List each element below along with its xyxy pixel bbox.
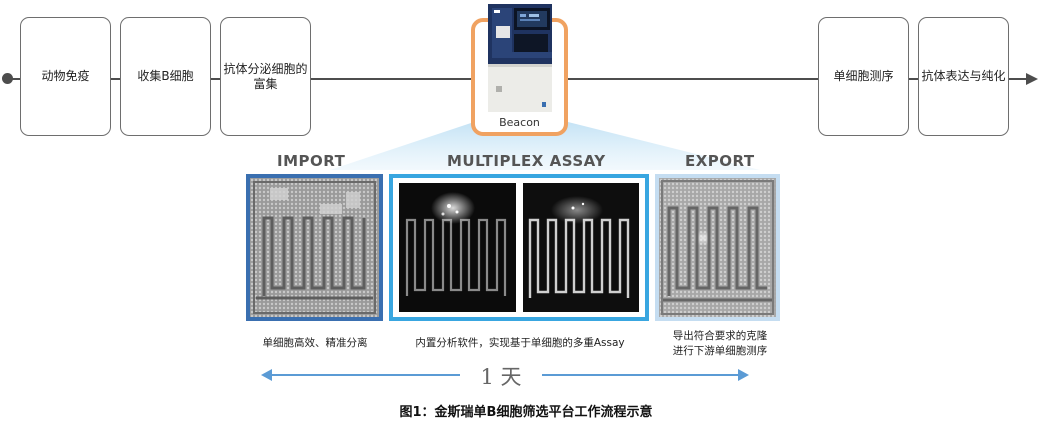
step-label: 单细胞测序 bbox=[833, 69, 894, 83]
timeline-line-left bbox=[270, 374, 460, 376]
figure-caption: 图1：金斯瑞单B细胞筛选平台工作流程示意 bbox=[399, 405, 653, 420]
export-micrograph bbox=[659, 178, 776, 317]
workflow-end-arrow bbox=[1026, 73, 1038, 85]
step-label: 抗体表达与纯化 bbox=[921, 69, 1006, 83]
beacon-label: Beacon bbox=[499, 116, 540, 129]
export-caption-line1: 导出符合要求的克隆 bbox=[672, 330, 768, 342]
assay-panel bbox=[389, 174, 649, 321]
workflow-start-dot bbox=[2, 73, 13, 84]
timeline-left-arrow bbox=[261, 369, 272, 381]
export-caption-line2: 进行下游单细胞测序 bbox=[672, 345, 768, 357]
timeline-line-right bbox=[542, 374, 740, 376]
timeline-label: 1 天 bbox=[480, 365, 522, 389]
import-panel bbox=[246, 174, 383, 321]
step-label: 动物免疫 bbox=[41, 69, 90, 83]
import-caption: 单细胞高效、精准分离 bbox=[262, 337, 368, 349]
step-label: 抗体分泌细胞的富集 bbox=[223, 61, 308, 91]
assay-title: MULTIPLEX ASSAY bbox=[447, 152, 606, 170]
export-caption: 导出符合要求的克隆 进行下游单细胞测序 bbox=[650, 329, 790, 359]
assay-caption: 内置分析软件，实现基于单细胞的多重Assay bbox=[415, 337, 625, 349]
import-title: IMPORT bbox=[277, 152, 346, 170]
step-label: 收集B细胞 bbox=[137, 69, 194, 83]
step-collect-b-cells: 收集B细胞 bbox=[120, 17, 211, 136]
export-panel bbox=[655, 174, 780, 321]
export-title: EXPORT bbox=[685, 152, 755, 170]
assay-micrographs bbox=[399, 183, 639, 312]
step-animal-immunization: 动物免疫 bbox=[20, 17, 111, 136]
timeline-right-arrow bbox=[738, 369, 749, 381]
step-antibody-expression: 抗体表达与纯化 bbox=[918, 17, 1009, 136]
step-single-cell-sequencing: 单细胞测序 bbox=[818, 17, 909, 136]
beacon-instrument-image bbox=[488, 4, 552, 112]
beacon-instrument-box: Beacon bbox=[471, 4, 568, 136]
import-micrograph bbox=[250, 178, 379, 317]
step-asc-enrichment: 抗体分泌细胞的富集 bbox=[220, 17, 311, 136]
